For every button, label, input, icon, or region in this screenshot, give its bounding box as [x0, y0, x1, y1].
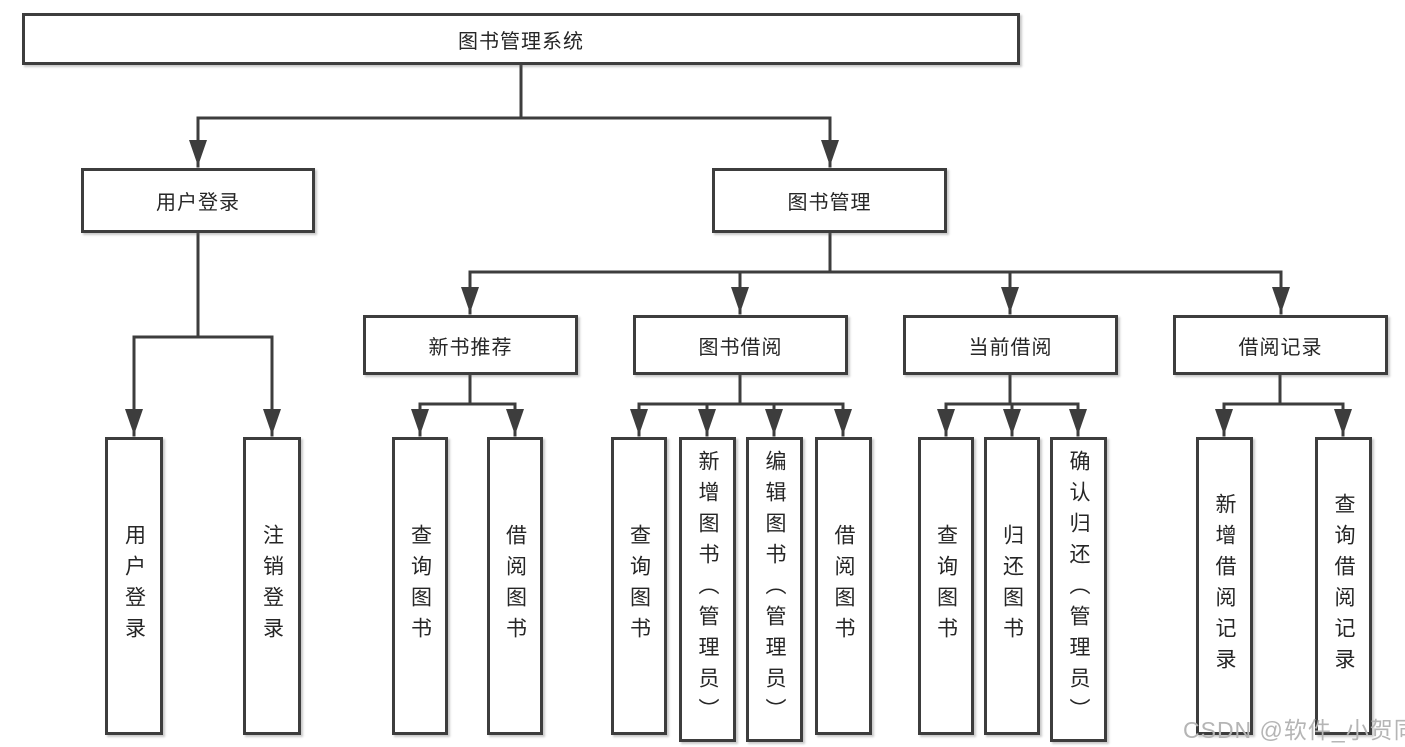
node-leaf-query-books-rec: 查询图书: [392, 437, 448, 735]
node-book-borrow: 图书借阅: [633, 315, 848, 375]
node-label: 新书推荐: [428, 336, 513, 359]
csdn-watermark: CSDN @软件_小贺同学: [1183, 717, 1405, 743]
node-label: 确认归还（管理员）: [1067, 450, 1090, 729]
node-new-book-recommend: 新书推荐: [363, 315, 578, 375]
node-current-borrow: 当前借阅: [903, 315, 1118, 375]
node-label: 图书管理系统: [458, 30, 584, 53]
node-leaf-return-books: 归还图书: [984, 437, 1040, 735]
node-label: 新增图书（管理员）: [696, 450, 719, 729]
node-label: 图书管理: [787, 192, 872, 214]
node-borrow-records: 借阅记录: [1173, 315, 1388, 375]
node-leaf-borrow-books-rec: 借阅图书: [487, 437, 543, 735]
node-label: 用户登录: [156, 192, 240, 214]
node-label: 借阅记录: [1238, 336, 1323, 359]
node-leaf-logout: 注销登录: [243, 437, 301, 735]
node-label: 归还图书: [1000, 524, 1024, 648]
node-label: 查询借阅记录: [1332, 493, 1355, 679]
node-label: 用户登录: [122, 524, 146, 648]
node-label: 注销登录: [260, 524, 284, 648]
node-label: 编辑图书（管理员）: [763, 450, 786, 729]
node-leaf-query-books: 查询图书: [611, 437, 667, 735]
node-label: 当前借阅: [968, 336, 1053, 359]
node-label: 图书借阅: [698, 336, 783, 359]
node-leaf-confirm-return-admin: 确认归还（管理员）: [1050, 437, 1107, 742]
node-book-management: 图书管理: [712, 168, 947, 233]
node-leaf-user-login: 用户登录: [105, 437, 163, 735]
node-leaf-edit-books-admin: 编辑图书（管理员）: [746, 437, 803, 742]
node-leaf-query-borrow-record: 查询借阅记录: [1315, 437, 1372, 735]
node-user-login: 用户登录: [81, 168, 315, 233]
node-leaf-add-books-admin: 新增图书（管理员）: [679, 437, 736, 742]
node-label: 借阅图书: [503, 524, 527, 648]
node-library-management-system: 图书管理系统: [22, 13, 1020, 65]
node-label: 查询图书: [408, 524, 432, 648]
node-label: 查询图书: [934, 524, 958, 648]
node-leaf-query-books-current: 查询图书: [918, 437, 974, 735]
node-label: 新增借阅记录: [1213, 493, 1236, 679]
node-leaf-borrow-books: 借阅图书: [815, 437, 872, 735]
node-leaf-add-borrow-record: 新增借阅记录: [1196, 437, 1253, 735]
node-label: 借阅图书: [832, 524, 855, 648]
node-label: 查询图书: [627, 524, 651, 648]
